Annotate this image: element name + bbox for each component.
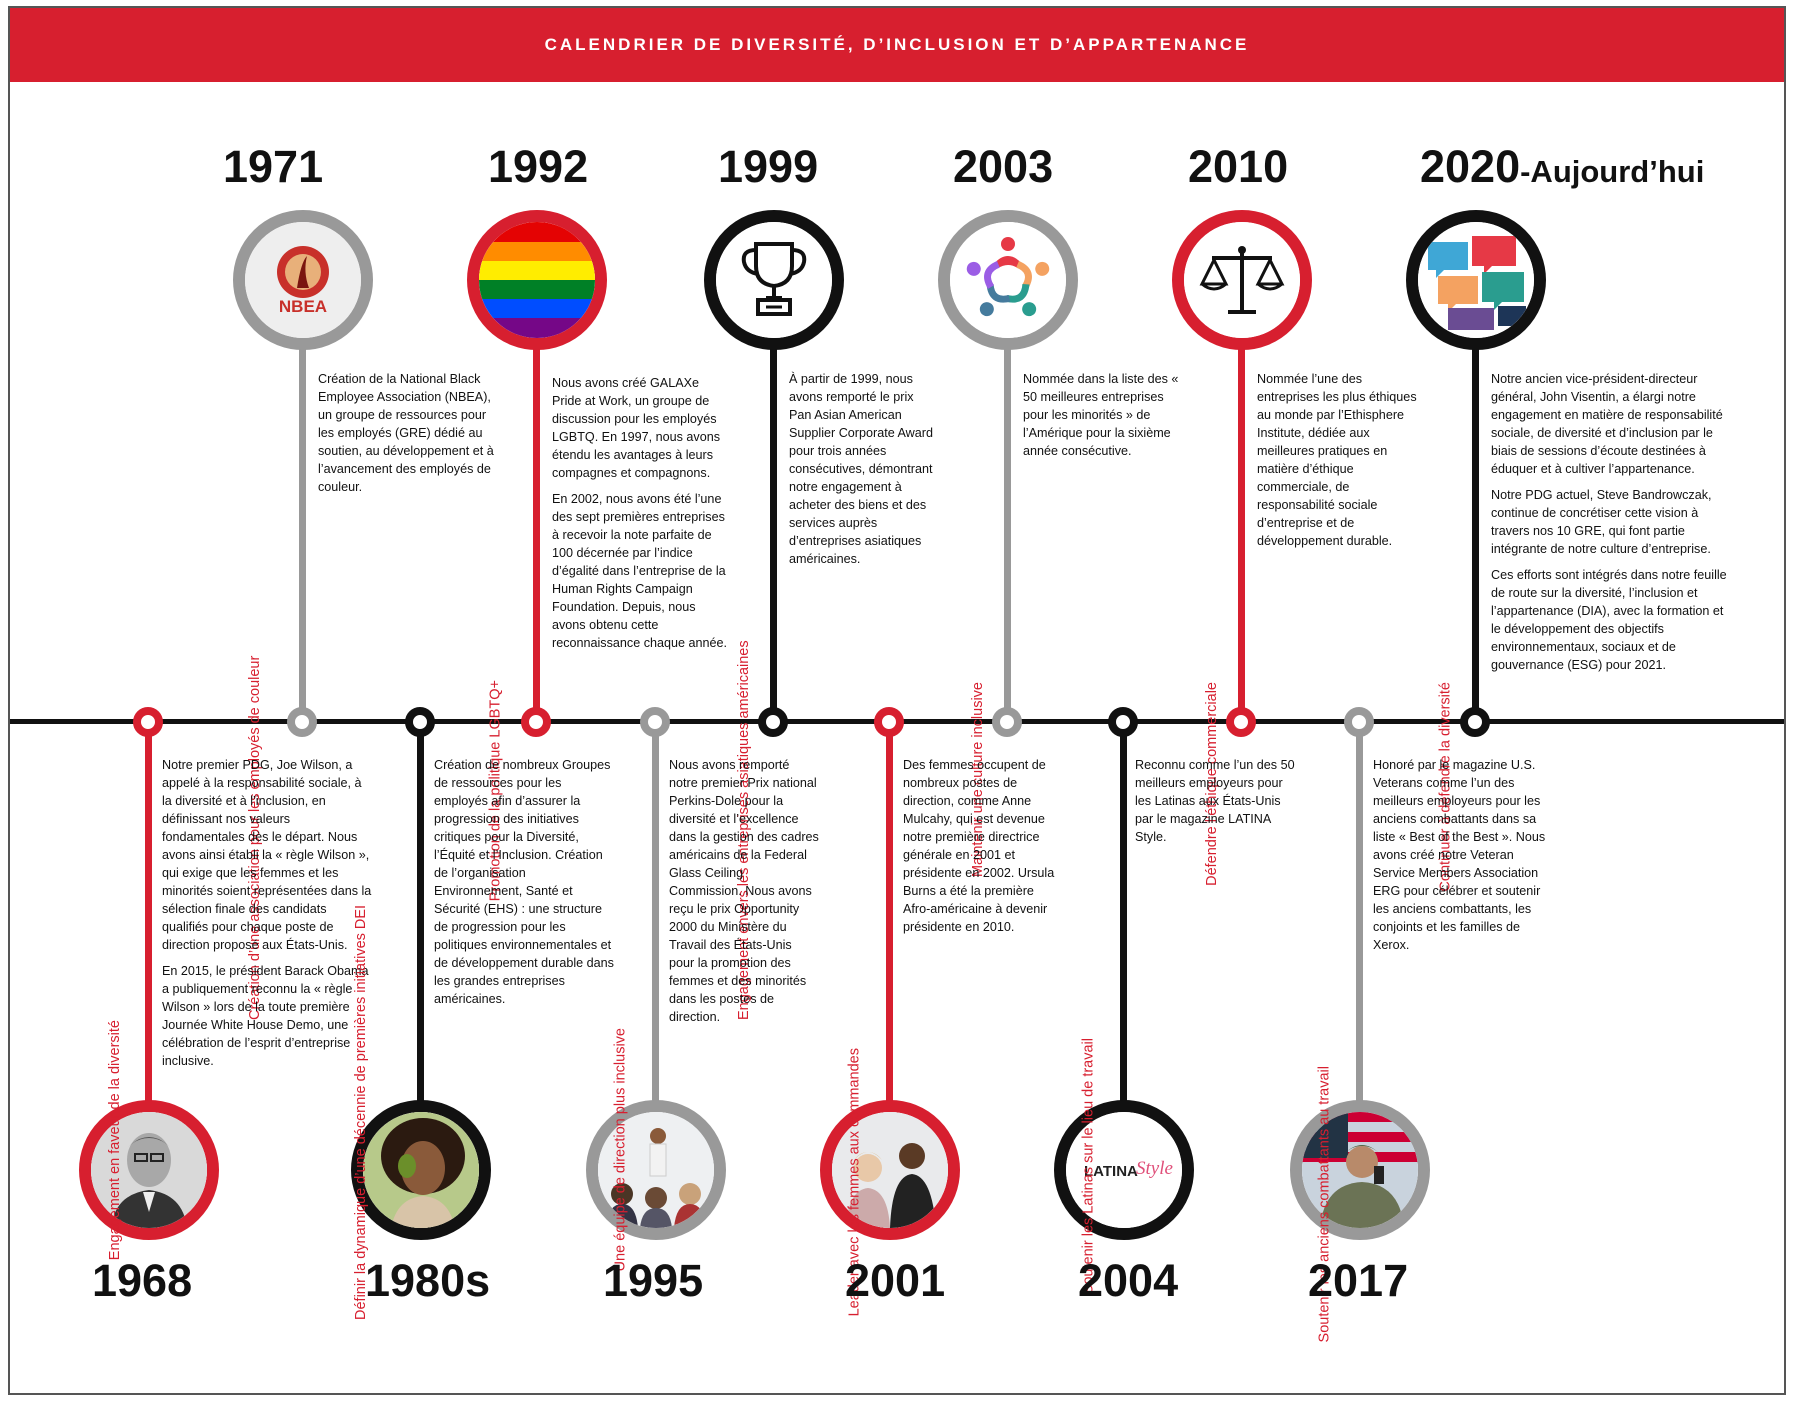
- nbea-logo: NBEA: [245, 222, 361, 338]
- timeline-node: [1226, 707, 1256, 737]
- veteran-photo-icon: [1302, 1112, 1418, 1228]
- event-year: 1999: [718, 141, 819, 192]
- event-description: Nous avons créé GALAXe Pride at Work, un…: [552, 376, 728, 650]
- event-year: 2001: [845, 1255, 946, 1306]
- page-banner: CALENDRIER DE DIVERSITÉ, D’INCLUSION ET …: [10, 8, 1784, 82]
- woman-leaf-photo-icon: [363, 1112, 479, 1228]
- event-stem: [417, 735, 424, 1113]
- event-year: 1971: [223, 141, 324, 192]
- event-stem: [1004, 328, 1011, 710]
- event-description: Notre ancien vice-président-directeur gé…: [1491, 372, 1727, 672]
- timeline-node: [1460, 707, 1490, 737]
- event-stem: [652, 735, 659, 1113]
- event-year: 2004: [1078, 1255, 1179, 1306]
- event-description: Création de nombreux Groupes de ressourc…: [434, 758, 614, 1006]
- event-description: Nommée dans la liste des « 50 meilleures…: [1023, 372, 1179, 458]
- event-year-suffix: -Aujourd’hui: [1520, 154, 1705, 189]
- event-stem: [1356, 735, 1363, 1113]
- event-year: 1992: [488, 141, 589, 192]
- timeline-node: [287, 707, 317, 737]
- rainbow-flag-icon: [479, 222, 595, 338]
- style-logo-text: Style: [1136, 1158, 1173, 1179]
- event-year: 1995: [603, 1255, 704, 1306]
- page-title: CALENDRIER DE DIVERSITÉ, D’INCLUSION ET …: [544, 35, 1250, 54]
- meeting-photo-icon: [598, 1112, 714, 1228]
- event-description: Reconnu comme l’un des 50 meilleurs empl…: [1135, 758, 1295, 844]
- timeline-node: [640, 707, 670, 737]
- event-year: 2010: [1188, 141, 1289, 192]
- timeline-node: [992, 707, 1022, 737]
- event-stem: [1120, 735, 1127, 1113]
- event-year: 2017: [1308, 1255, 1409, 1306]
- event-description: Création de la National Black Employee A…: [318, 372, 494, 494]
- event-year: 1968: [92, 1255, 193, 1306]
- latina-logo-text: LATINA: [1084, 1163, 1138, 1180]
- event-description: Honoré par le magazine U.S. Veterans com…: [1373, 758, 1546, 952]
- nbea-logo-text: NBEA: [279, 297, 327, 316]
- speech-bubbles-icon: [1418, 222, 1534, 338]
- event-year-number: 2020: [1420, 141, 1521, 192]
- timeline-node: [1108, 707, 1138, 737]
- event-stem: [533, 328, 540, 710]
- event-description: Nous avons remporté notre premier Prix n…: [669, 758, 819, 1024]
- trophy-icon: [716, 222, 832, 338]
- event-description: À partir de 1999, nous avons remporté le…: [789, 372, 933, 566]
- event-stem: [1472, 328, 1479, 710]
- timeline-node: [405, 707, 435, 737]
- timeline-node: [874, 707, 904, 737]
- event-year: 1980s: [365, 1255, 491, 1306]
- scales-icon: [1184, 222, 1300, 338]
- event-stem: [886, 735, 893, 1113]
- timeline-node: [521, 707, 551, 737]
- portrait-icon: [91, 1112, 207, 1228]
- event-stem: [770, 328, 777, 710]
- event-stem: [299, 328, 306, 710]
- latina-style-logo: LATINA Style: [1066, 1112, 1182, 1228]
- people-circle-icon: [950, 222, 1066, 338]
- event-year: 2003: [953, 141, 1054, 192]
- event-description: Des femmes occupent de nombreux postes d…: [903, 758, 1055, 934]
- women-leaders-photo-icon: [832, 1112, 948, 1228]
- event-stem: [1238, 328, 1245, 710]
- timeline-node: [758, 707, 788, 737]
- event-year: 2020-Aujourd’hui: [1420, 143, 1704, 196]
- event-stem: [145, 735, 152, 1113]
- timeline-node: [1344, 707, 1374, 737]
- timeline-node: [133, 707, 163, 737]
- event-description: Nommée l’une des entreprises les plus ét…: [1257, 372, 1417, 548]
- event-description: Notre premier PDG, Joe Wilson, a appelé …: [162, 758, 372, 1068]
